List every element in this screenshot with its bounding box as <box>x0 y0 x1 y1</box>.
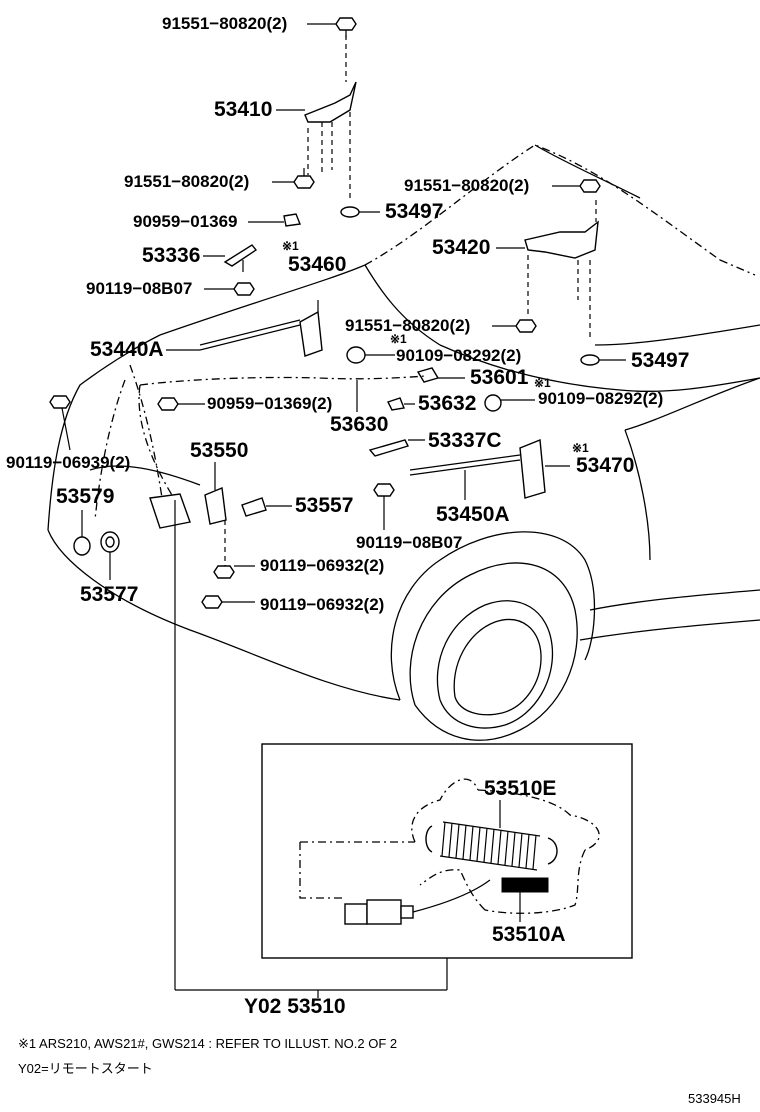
leader-lines <box>61 23 626 998</box>
label-mark1-a: ※1 <box>282 239 299 253</box>
label-90119-06939: 90119−06939(2) <box>6 453 131 472</box>
label-53630: 53630 <box>330 413 389 436</box>
label-90119-08b07-a: 90119−08B07 <box>86 279 193 298</box>
label-53601: 53601 <box>470 366 529 389</box>
label-53497-a: 53497 <box>385 200 444 223</box>
label-90959-01369-b: 90959−01369(2) <box>207 394 333 413</box>
switch-inset-box <box>261 743 633 959</box>
label-53632: 53632 <box>418 392 477 415</box>
illustration-id: 533945H <box>688 1091 741 1106</box>
hood-hinge-right <box>524 200 599 340</box>
spring-coil <box>439 821 541 871</box>
label-90119-08b07-b: 90119−08B07 <box>356 533 463 552</box>
label-53497-b: 53497 <box>631 349 690 372</box>
label-y02-53510: Y02 53510 <box>244 995 346 1018</box>
label-90119-06932-b: 90119−06932(2) <box>260 595 385 614</box>
fasteners <box>49 17 601 609</box>
label-53450a: 53450A <box>436 503 510 526</box>
label-90959-01369-a: 90959−01369 <box>133 212 238 231</box>
label-53470: 53470 <box>576 454 635 477</box>
hood-lock-and-rods <box>138 300 546 566</box>
label-53577: 53577 <box>80 583 139 606</box>
label-53510a: 53510A <box>492 923 566 946</box>
label-53579: 53579 <box>56 485 115 508</box>
label-53440a: 53440A <box>90 338 164 361</box>
label-53336: 53336 <box>142 244 201 267</box>
label-53410: 53410 <box>214 98 273 121</box>
label-53337c: 53337C <box>428 429 502 452</box>
label-91551-80820-left: 91551−80820(2) <box>124 172 250 191</box>
label-mark1-c: ※1 <box>534 376 551 390</box>
label-mark1-b: ※1 <box>390 332 407 346</box>
label-90109-08292-b: 90109−08292(2) <box>538 389 664 408</box>
hood-hinge-left <box>304 35 357 200</box>
label-53420: 53420 <box>432 236 491 259</box>
label-mark1-d: ※1 <box>572 441 589 455</box>
label-53460: 53460 <box>288 253 347 276</box>
label-91551-80820-top: 91551−80820(2) <box>162 14 288 33</box>
small-spring <box>501 877 549 893</box>
label-90119-06932-a: 90119−06932(2) <box>260 556 385 575</box>
label-53550: 53550 <box>190 439 249 462</box>
label-91551-80820-mid: 91551−80820(2) <box>345 316 471 335</box>
label-91551-80820-right: 91551−80820(2) <box>404 176 530 195</box>
label-90109-08292-a: 90109−08292(2) <box>396 346 522 365</box>
label-53557: 53557 <box>295 494 354 517</box>
label-53510e: 53510E <box>484 777 557 800</box>
footnote-y02-remote-start: Y02=リモートスタート <box>18 1061 153 1076</box>
footnote-variant-reference: ※1 ARS210, AWS21#, GWS214 : REFER TO ILL… <box>18 1036 398 1051</box>
